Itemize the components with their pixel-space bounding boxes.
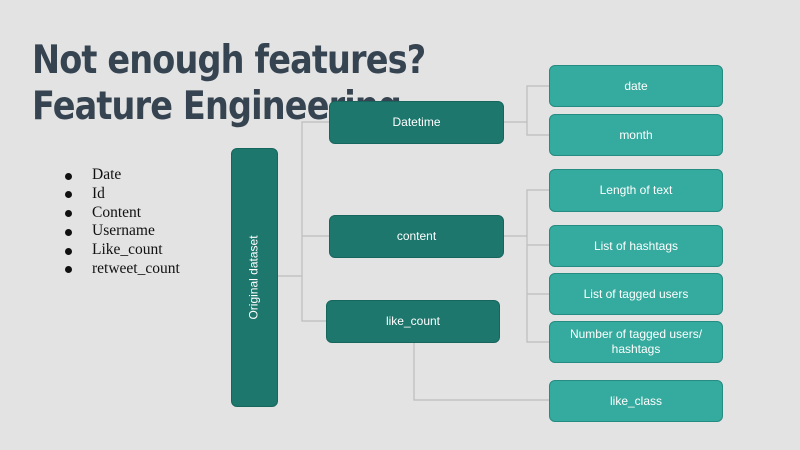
connector-root-branches: [278, 121, 330, 322]
node-datetime: Datetime: [329, 101, 504, 144]
list-item-like-count: Like_count: [62, 241, 180, 260]
list-item-retweet-count: retweet_count: [62, 260, 180, 279]
node-original-dataset-label: Original dataset: [247, 235, 262, 320]
connector-content-features: [504, 189, 550, 343]
node-content: content: [329, 215, 504, 258]
node-list-of-hashtags: List of hashtags: [549, 225, 723, 267]
node-original-dataset: Original dataset: [231, 148, 278, 407]
node-month: month: [549, 114, 723, 156]
connector-likecount-feature: [413, 342, 550, 401]
node-length-of-text: Length of text: [549, 169, 723, 212]
list-item-content: Content: [62, 204, 180, 223]
node-like-class: like_class: [549, 380, 723, 422]
node-number-of-tagged-users-hashtags: Number of tagged users/ hashtags: [549, 321, 723, 363]
node-date: date: [549, 65, 723, 107]
list-item-date: Date: [62, 166, 180, 185]
node-like-count: like_count: [326, 300, 500, 343]
node-list-of-tagged-users: List of tagged users: [549, 273, 723, 315]
connector-datetime-features: [504, 85, 550, 136]
list-item-id: Id: [62, 185, 180, 204]
column-list: Date Id Content Username Like_count retw…: [62, 166, 180, 279]
list-item-username: Username: [62, 222, 180, 241]
